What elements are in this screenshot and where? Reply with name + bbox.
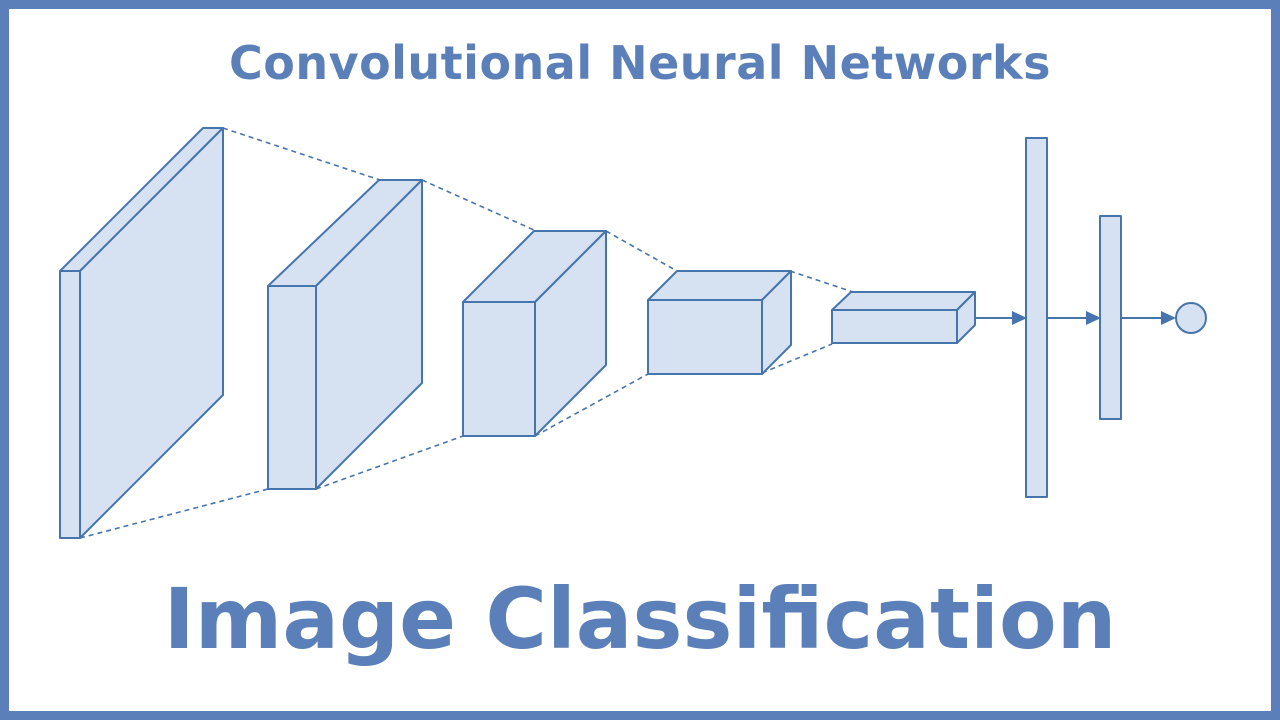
connector-line	[605, 230, 678, 272]
connector-line	[789, 270, 854, 293]
connector-line	[315, 435, 464, 490]
arrow-to-fc-2	[1047, 311, 1101, 325]
connector-line	[761, 343, 833, 374]
connector-line	[222, 127, 381, 181]
fully-connected-layer-2	[1099, 215, 1122, 420]
output-node	[1175, 302, 1207, 334]
fully-connected-layer-1	[1025, 137, 1048, 498]
connector-lines	[79, 127, 854, 539]
connector-line	[534, 373, 649, 437]
feature-map-layer-2	[267, 179, 423, 490]
arrow-to-fc-1	[975, 311, 1027, 325]
feature-map-layer-1	[59, 127, 224, 539]
diagram-title: Convolutional Neural Networks	[228, 36, 1052, 90]
diagram-subtitle: Image Classification	[163, 570, 1117, 668]
feature-map-layer-4	[647, 270, 792, 375]
arrow-to-output	[1121, 311, 1176, 325]
feature-map-layer-5	[831, 291, 976, 344]
connector-line	[421, 179, 535, 231]
feature-map-layer-3	[462, 230, 607, 437]
